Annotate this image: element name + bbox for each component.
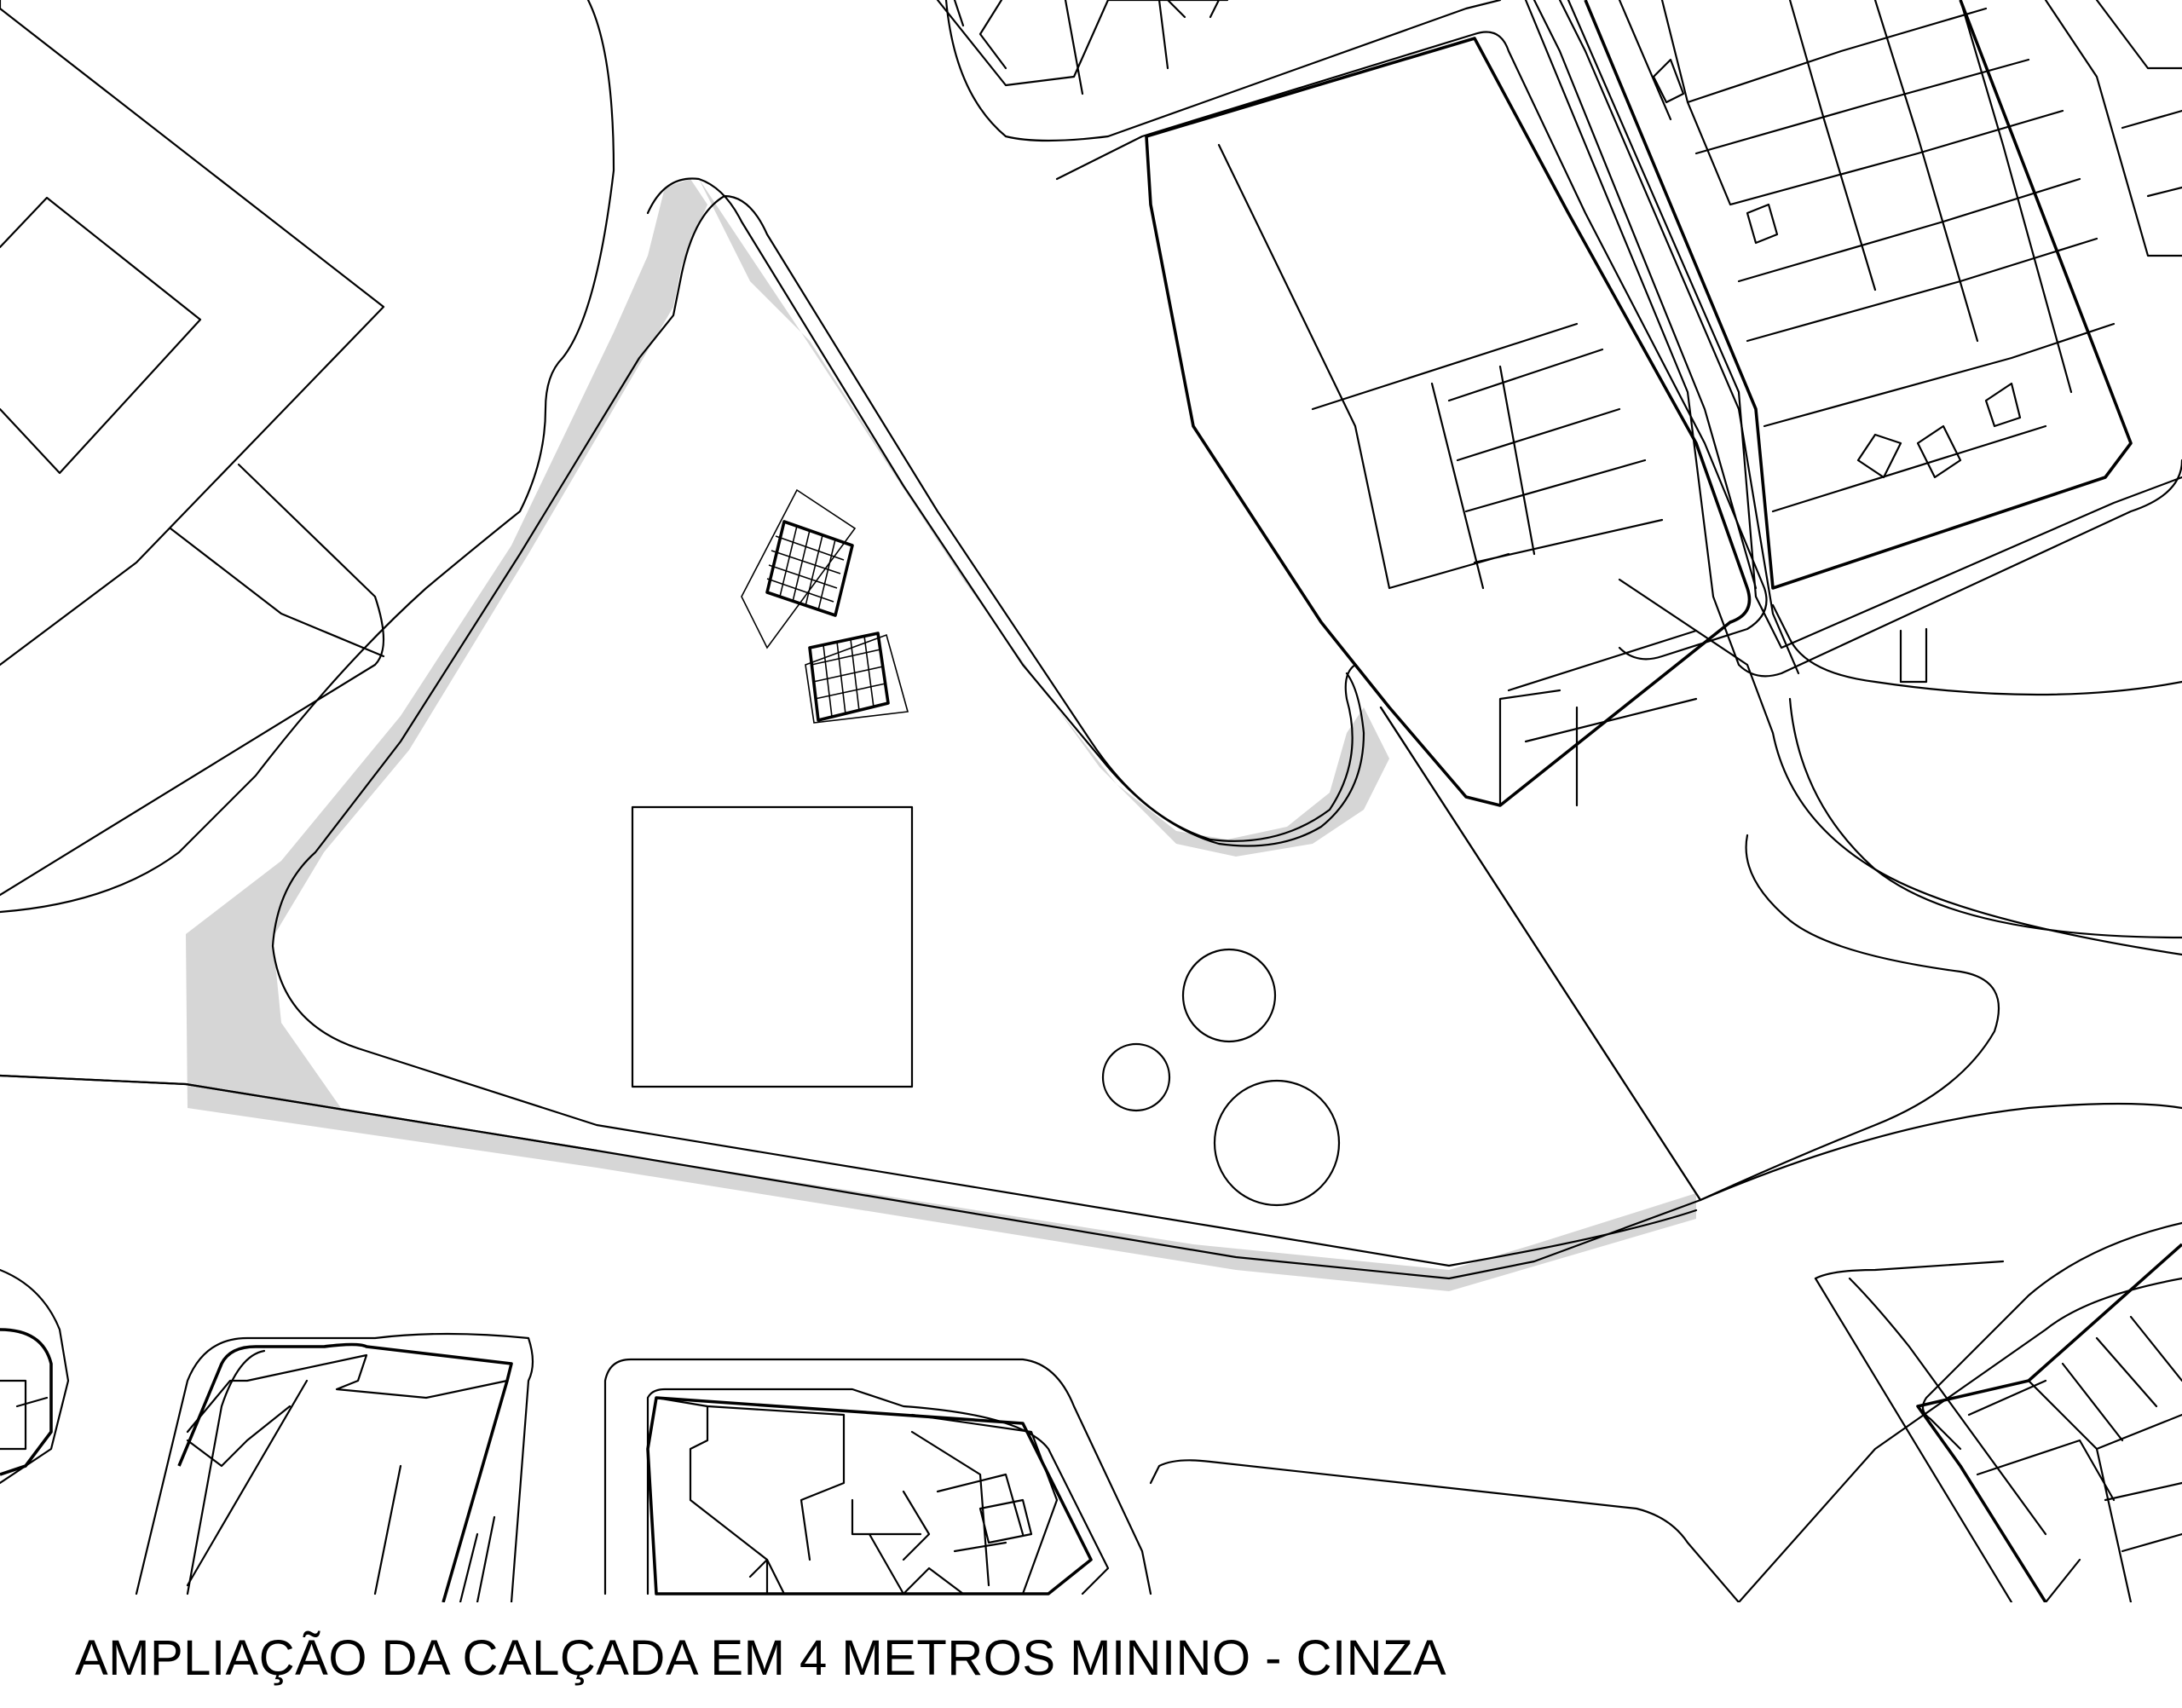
ne-block-edge-1 [1055, 31, 1768, 661]
sc-parcels [655, 1396, 1059, 1595]
south-block-east [1149, 1459, 1740, 1602]
southeast-block [1814, 1221, 2182, 1602]
plaza-inner-edge [271, 194, 1357, 1050]
diamond-outer [0, 0, 385, 666]
northeast-blocks [936, 0, 1800, 807]
se2-outer [1149, 1459, 1740, 1602]
south-block-west [0, 1268, 70, 1485]
se-parcels [1967, 1315, 2182, 1602]
circular-block-edge [0, 0, 615, 914]
south-block-center [603, 1358, 1152, 1595]
circular-block-northwest [0, 0, 615, 914]
road-east-sidewalk [1814, 1260, 2005, 1280]
sc-block [646, 1396, 1093, 1595]
sw-parcels [0, 1379, 49, 1451]
road-curve-east-lower [1379, 706, 2000, 1202]
grid-structure-2-frame [808, 632, 890, 722]
walkway-upper [169, 527, 385, 658]
road-curves [1379, 578, 2182, 1602]
caption-label: AMPLIAÇÃO DA CALÇADA EM 4 METROS MININO … [75, 1630, 1447, 1686]
grid-structure-1-frame [765, 520, 854, 617]
east-middle-edge [1771, 603, 2182, 696]
ne-road-parallel [953, 0, 1169, 95]
scl-outer [135, 1332, 534, 1602]
grid-structure-2-outline [805, 633, 909, 724]
sw-block-edge [0, 1268, 70, 1485]
east-block-outer-2 [1567, 0, 2182, 649]
se-outer-2 [1848, 1277, 2047, 1536]
scl-inner [186, 1353, 509, 1602]
scl-block [177, 1342, 513, 1602]
east-block-inner [1584, 0, 2133, 590]
ne-column-lines [1533, 0, 1800, 675]
sc-inner-outline [646, 1388, 1110, 1595]
square-feature [631, 805, 914, 1088]
scl-outer-2 [186, 1349, 266, 1595]
walkway-lower [0, 463, 385, 897]
sc-small-detail [748, 1558, 786, 1595]
plaza-block [0, 177, 1702, 1280]
circle-feature-top [1181, 948, 1277, 1043]
grid-structure-1 [741, 488, 857, 649]
road-curve-south-east-block [1737, 1277, 2182, 1602]
plaza-sidewalk-edge [356, 1047, 1698, 1267]
sidewalk-apex-band [699, 179, 1389, 857]
ne-outer-road-edge [944, 0, 1502, 142]
sidewalk-west-band [186, 179, 1696, 1291]
east-middle-edge-2 [1899, 627, 1928, 684]
east-block-far-right [2044, 0, 2182, 257]
apex-outer-curve [646, 177, 1365, 847]
road-edge-west [0, 1074, 598, 1152]
south-block-center-left [135, 1332, 534, 1602]
widened-sidewalk-areas [186, 179, 1696, 1291]
circle-feature-large [1213, 1079, 1341, 1207]
ne-top-blocks [936, 0, 1229, 87]
grid-structure-2 [805, 632, 909, 724]
east-block-grid [1524, 0, 2182, 678]
ne-block-edge-2 [1145, 37, 1752, 807]
circle-feature-small [1101, 1042, 1171, 1112]
east-block-small-1 [1652, 58, 2022, 479]
east-middle-curve [1788, 697, 2182, 939]
site-plan-map [0, 0, 2182, 1602]
east-middle-block [1771, 603, 2182, 939]
sc-outer [603, 1358, 1152, 1595]
grid-structure-1-outline [741, 488, 857, 649]
east-block-outer [1524, 0, 2182, 678]
ne-inner-lines-1 [1217, 143, 1698, 807]
east-block-parcel-lines [1618, 0, 2116, 513]
road-curve-southeast [1699, 1102, 2182, 1202]
diamond-inner [0, 196, 202, 475]
plaza-features [631, 805, 1341, 1207]
se-outer [1814, 1277, 2013, 1602]
sw-block-edge-thick [0, 1328, 53, 1476]
se-block-edge [1916, 1243, 2182, 1602]
se-sidewalk [1921, 1221, 2182, 1451]
